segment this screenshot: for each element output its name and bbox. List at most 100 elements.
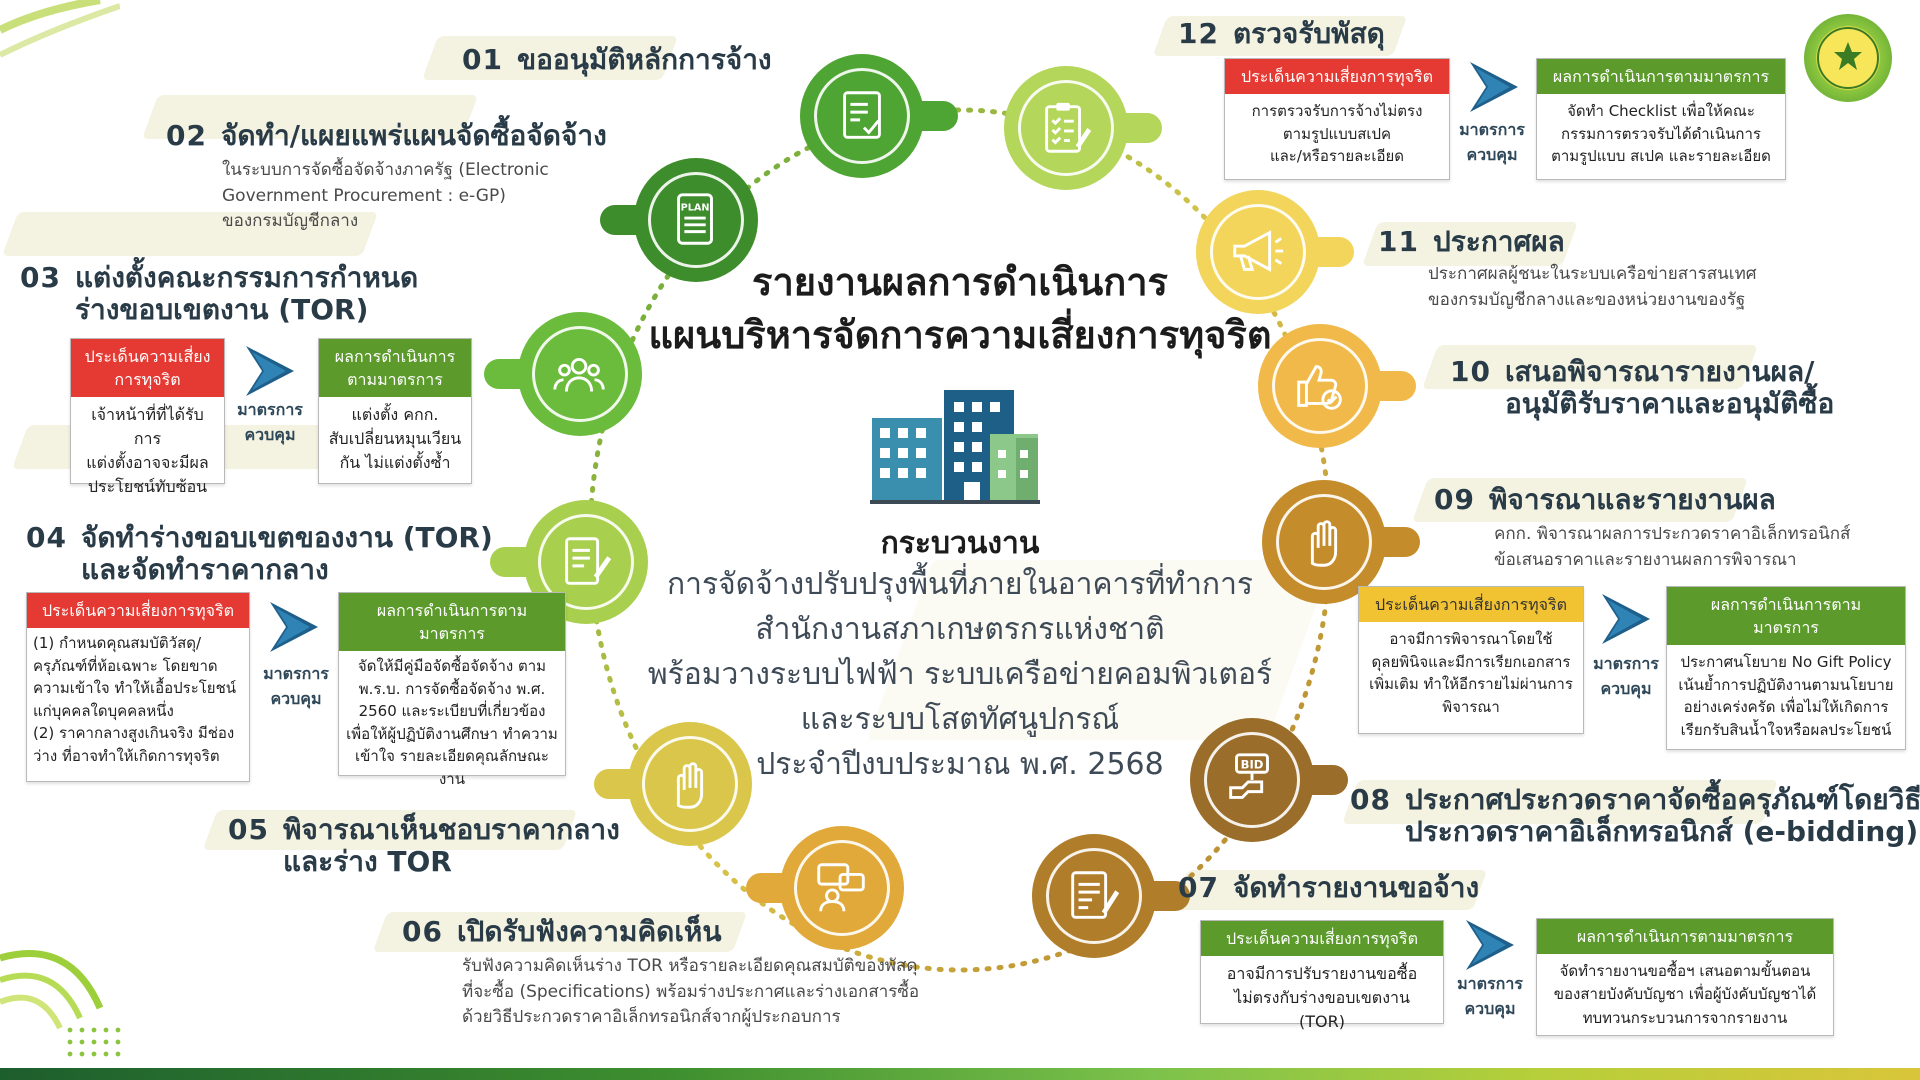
step-title: พิจารณาเห็นชอบราคากลางและร่าง TOR [282, 813, 620, 879]
step-10-heading: 10 เสนอพิจารณารายงานผล/อนุมัติรับราคาและอ… [1450, 355, 1835, 421]
committee-people-icon [553, 358, 605, 392]
thumbs-up-check-icon [1297, 365, 1342, 410]
arrow-right-icon [1602, 594, 1650, 644]
step-title: ขออนุมัติหลักการจ้าง [516, 43, 772, 76]
process-line: ประจำปีงบประมาณ พ.ศ. 2568 [756, 747, 1164, 782]
svg-text:PLAN: PLAN [681, 202, 710, 213]
step-09-heading: 09 พิจารณาและรายงานผล [1434, 483, 1776, 516]
step-title: ประกาศผล [1432, 225, 1565, 258]
process-line: การจัดจ้างปรับปรุงพื้นที่ภายในอาคารที่ทำ… [666, 567, 1254, 602]
step-title: จัดทำ/แผยแพร่แผนจัดซื้อจัดจ้าง [220, 119, 607, 152]
step-title: จัดทำร่างขอบเขตของงาน (TOR)และจัดทำราคาก… [80, 521, 493, 587]
step-09-circle [1262, 480, 1386, 604]
corner-decoration-top-left [0, 0, 120, 58]
risk-header: ประเด็นความเสี่ยงการทุจริต [27, 593, 249, 629]
step-02-description: ในระบบการจัดซื้อจัดจ้างภาครัฐ (Electroni… [222, 160, 549, 231]
result-header: ผลการดำเนินการตามมาตรการ [319, 339, 471, 398]
step-11-description: ประกาศผลผู้ชนะในระบบเครือข่ายสารสนเทศ ขอ… [1428, 264, 1757, 310]
step-07-heading: 07 จัดทำรายงานขอจ้าง [1178, 871, 1480, 904]
process-line: และระบบโสตทัศนูปกรณ์ [800, 702, 1120, 737]
step-04-control-label: มาตรการควบคุม [263, 664, 329, 708]
step-number: 12 [1178, 17, 1219, 50]
megaphone-icon [1233, 230, 1284, 272]
step-title: พิจารณาและรายงานผล [1488, 483, 1776, 516]
step-11-heading: 11 ประกาศผล [1378, 225, 1565, 258]
step-09-result-box: ผลการดำเนินการตามมาตรการ ประกาศนโยบาย No… [1666, 586, 1906, 750]
result-header: ผลการดำเนินการตามมาตรการ [1537, 919, 1833, 955]
risk-body: เจ้าหน้าที่ที่ได้รับการแต่งตั้งอาจจะมีผล… [86, 405, 209, 497]
raised-hand-icon [1310, 520, 1338, 567]
step-11-circle [1196, 190, 1320, 314]
process-line: พร้อมวางระบบไฟฟ้า ระบบเครือข่ายคอมพิวเตอ… [647, 657, 1273, 692]
step-07-risk-box: ประเด็นความเสี่ยงการทุจริต อาจมีการปรับร… [1200, 920, 1444, 1031]
step-12-risk-box: ประเด็นความเสี่ยงการทุจริต การตรวจรับการ… [1224, 58, 1450, 180]
center-title-line-2: แผนบริหารจัดการความเสี่ยงการทุจริต [648, 313, 1272, 358]
bid-hand-icon: BID [1229, 753, 1269, 799]
step-title: จัดทำรายงานขอจ้าง [1232, 871, 1480, 904]
step-04-result-box: ผลการดำเนินการตามมาตรการ จัดให้มีคู่มือจ… [338, 592, 566, 788]
step-title: แต่งตั้งคณะกรรมการกำหนดร่างขอบเขตงาน (TO… [74, 261, 419, 327]
step-03-result-box: ผลการดำเนินการตามมาตรการ แต่งตั้ง คกก.สั… [318, 338, 472, 484]
step-06-circle [780, 826, 904, 950]
result-body: จัดทำรายงานขอซื้อฯ เสนอตามขั้นตอนของสายบ… [1553, 962, 1817, 1027]
risk-body: (1) กำหนดคุณสมบัติวัสดุ/ครุภัณฑ์ที่ห้อเฉ… [33, 634, 237, 765]
risk-header: ประเด็นความเสี่ยงการทุจริต [1359, 587, 1583, 623]
arrow-right-icon [270, 602, 318, 652]
step-08-circle: BID [1190, 718, 1314, 842]
step-number: 11 [1378, 225, 1419, 258]
step-title: ประกาศประกวดราคาจัดซื้อครุภัณฑ์โดยวิธีปร… [1404, 783, 1920, 849]
step-number: 08 [1350, 783, 1391, 816]
arrow-right-icon [1470, 62, 1518, 112]
step-01-circle [800, 54, 924, 178]
step-02-heading: 02 จัดทำ/แผยแพร่แผนจัดซื้อจัดจ้าง [166, 119, 607, 152]
step-07-circle [1032, 834, 1156, 958]
step-number: 03 [20, 261, 61, 294]
svg-text:BID: BID [1241, 757, 1264, 771]
step-number: 02 [166, 119, 207, 152]
step-12-result-box: ผลการดำเนินการตามมาตรการ จัดทำ Checklist… [1536, 58, 1786, 180]
result-body: แต่งตั้ง คกก.สับเปลี่ยนหมุนเวียนกัน ไม่แ… [328, 405, 462, 473]
step-12-control-label: มาตรการควบคุม [1459, 120, 1525, 164]
step-02-circle: PLAN [634, 158, 758, 282]
step-number: 10 [1450, 355, 1491, 388]
bottom-stripe [0, 1068, 1920, 1080]
step-number: 05 [228, 813, 269, 846]
step-title: เปิดรับฟังความคิดเห็น [456, 915, 722, 948]
process-label: กระบวนงาน [880, 526, 1040, 561]
step-number: 01 [462, 43, 503, 76]
risk-body: อาจมีการพิจารณาโดยใช้ดุลยพินิจและมีการเร… [1369, 630, 1573, 716]
result-header: ผลการดำเนินการตามมาตรการ [1537, 59, 1785, 95]
public-hearing-icon [817, 863, 865, 912]
corner-decoration-bottom-left [0, 950, 121, 1057]
step-number: 07 [1178, 871, 1219, 904]
step-03-control-label: มาตรการควบคุม [237, 400, 303, 444]
result-body: จัดทำ Checklist เพื่อให้คณะกรรมการตรวจรั… [1551, 102, 1771, 166]
step-03-circle [518, 312, 642, 436]
step-number: 09 [1434, 483, 1475, 516]
step-09-risk-box: ประเด็นความเสี่ยงการทุจริต อาจมีการพิจาร… [1358, 586, 1584, 734]
step-09-control-label: มาตรการควบคุม [1593, 654, 1659, 698]
risk-body: การตรวจรับการจ้างไม่ตรงตามรูปแบบสเปคและ/… [1251, 102, 1423, 166]
risk-header: ประเด็นความเสี่ยงการทุจริต [71, 339, 224, 398]
arrow-right-icon [246, 346, 294, 396]
process-line: สำนักงานสภาเกษตรกรแห่งชาติ [755, 612, 1165, 647]
raised-hand-icon [676, 762, 704, 809]
arrow-right-icon [1466, 920, 1514, 970]
report-pen-icon [1071, 871, 1120, 919]
step-title: ตรวจรับพัสดุ [1232, 17, 1385, 50]
step-05-heading: 05 พิจารณาเห็นชอบราคากลางและร่าง TOR [228, 813, 620, 879]
checklist-document-icon [843, 91, 881, 139]
office-building-icon [870, 390, 1040, 504]
step-number: 04 [26, 521, 67, 554]
plan-scroll-icon: PLAN [677, 193, 713, 245]
center-title: รายงานผลการดำเนินการ แผนบริหารจัดการความ… [610, 256, 1310, 362]
document-pen-icon [565, 537, 612, 585]
risk-header: ประเด็นความเสี่ยงการทุจริต [1225, 59, 1449, 95]
step-title: เสนอพิจารณารายงานผล/อนุมัติรับราคาและอนุ… [1504, 355, 1835, 421]
step-07-control-label: มาตรการควบคุม [1457, 974, 1523, 1018]
step-09-description: คกก. พิจารณาผลการประกวดราคาอิเล็กทรอนิกส… [1494, 524, 1851, 570]
step-10-circle [1258, 324, 1382, 448]
step-07-result-box: ผลการดำเนินการตามมาตรการ จัดทำรายงานขอซื… [1536, 918, 1834, 1036]
